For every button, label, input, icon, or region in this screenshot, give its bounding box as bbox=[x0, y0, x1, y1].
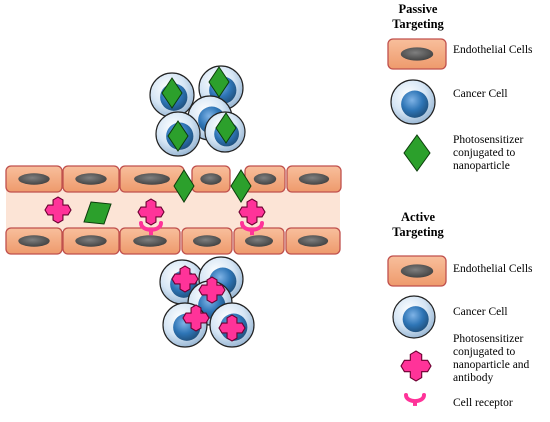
cancer-nucleus bbox=[401, 90, 429, 118]
photosensitizer-diamond-icon bbox=[230, 169, 252, 203]
nucleus bbox=[133, 235, 167, 247]
cell-receptor-icon bbox=[404, 393, 426, 404]
antibody-cross-icon bbox=[400, 350, 432, 382]
active-endothelial-label: Endothelial Cells bbox=[453, 263, 533, 275]
endothelial-cell bbox=[285, 227, 341, 255]
active-targeting-title: Active Targeting bbox=[392, 210, 444, 239]
endothelial-cell bbox=[119, 165, 185, 193]
active-receptor-label: Cell receptor bbox=[453, 397, 513, 409]
endothelial-cell bbox=[119, 227, 181, 255]
endothelial-cell bbox=[5, 165, 63, 193]
endothelial-cell bbox=[62, 227, 120, 255]
nucleus bbox=[245, 235, 273, 247]
antibody-cross-icon bbox=[171, 265, 199, 293]
antibody-cross-icon bbox=[137, 198, 165, 226]
antibody-cross-icon bbox=[182, 304, 210, 332]
vessel-scene bbox=[5, 65, 342, 348]
nucleus bbox=[253, 173, 277, 185]
nucleus bbox=[400, 47, 434, 61]
passive-endothelial-label: Endothelial Cells bbox=[453, 44, 533, 56]
endothelial-cell bbox=[233, 227, 285, 255]
photosensitizer-diamond-icon bbox=[161, 77, 183, 109]
endothelial-cell bbox=[387, 255, 447, 287]
active-cancer-label: Cancer Cell bbox=[453, 306, 508, 318]
nucleus bbox=[134, 173, 170, 185]
photosensitizer-diamond-icon bbox=[173, 169, 195, 203]
nucleus bbox=[18, 173, 50, 185]
nucleus bbox=[297, 235, 329, 247]
active-photosensitizer-label: Photosensitizer conjugated to nanopartic… bbox=[453, 333, 530, 384]
endothelial-cell bbox=[191, 165, 231, 193]
antibody-cross-icon bbox=[218, 314, 246, 342]
passive-cancer-label: Cancer Cell bbox=[453, 88, 508, 100]
legend-icons bbox=[387, 38, 447, 406]
photosensitizer-diamond-icon bbox=[208, 66, 230, 98]
antibody-cross-icon bbox=[44, 196, 72, 224]
photosensitizer-diamond-icon bbox=[403, 134, 431, 172]
nucleus bbox=[75, 235, 107, 247]
passive-targeting-title: Passive Targeting bbox=[392, 2, 444, 31]
nucleus bbox=[193, 235, 221, 247]
antibody-cross-icon bbox=[198, 276, 226, 304]
endothelial-cell bbox=[387, 38, 447, 70]
cancer-nucleus bbox=[402, 306, 429, 333]
endothelial-cell bbox=[244, 165, 286, 193]
nucleus bbox=[400, 264, 434, 278]
passive-photosensitizer-label: Photosensitizer conjugated to nanopartic… bbox=[453, 134, 524, 172]
antibody-cross-icon bbox=[238, 198, 266, 226]
nucleus bbox=[298, 173, 330, 185]
endothelial-cell bbox=[5, 227, 63, 255]
photosensitizer-parallelogram-icon bbox=[83, 201, 112, 225]
cancer-cell bbox=[392, 295, 436, 339]
nucleus bbox=[75, 173, 107, 185]
photosensitizer-diamond-icon bbox=[167, 120, 189, 152]
endothelial-cell bbox=[286, 165, 342, 193]
photosensitizer-diamond-icon bbox=[215, 112, 237, 144]
nucleus bbox=[18, 235, 50, 247]
endothelial-cell bbox=[181, 227, 233, 255]
endothelial-cell bbox=[62, 165, 120, 193]
cancer-cell bbox=[390, 79, 436, 125]
nucleus bbox=[200, 173, 222, 185]
